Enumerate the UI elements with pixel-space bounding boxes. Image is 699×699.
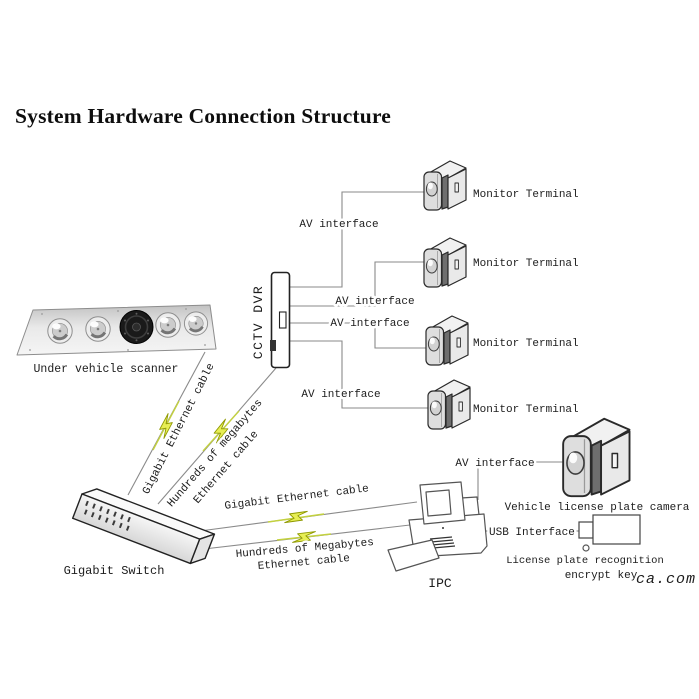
av-interface-label-5: AV interface bbox=[455, 458, 534, 470]
cable-dvr-monitor-1 bbox=[289, 191, 424, 288]
dvr-label: CCTV DVR bbox=[251, 285, 266, 359]
camera-label: Vehicle license plate camera bbox=[505, 502, 690, 514]
dvr-connector bbox=[270, 340, 276, 351]
ipc-device bbox=[387, 481, 488, 572]
av-interface-label-1: AV interface bbox=[299, 219, 378, 231]
monitor-terminal-label-3: Monitor Terminal bbox=[473, 338, 579, 350]
scanner-lens bbox=[46, 317, 74, 345]
av-interface-label-2: AV interface bbox=[335, 296, 414, 308]
ipc-label: IPC bbox=[428, 576, 452, 591]
dongle-keyring-hole bbox=[582, 544, 590, 552]
monitor-terminal-device-3 bbox=[425, 315, 469, 366]
scanner-label: Under vehicle scanner bbox=[34, 363, 179, 376]
scanner-lens bbox=[84, 315, 112, 343]
monitor-terminal-label-4: Monitor Terminal bbox=[473, 404, 579, 416]
dongle-connector bbox=[578, 521, 594, 539]
monitor-terminal-device-2 bbox=[423, 237, 467, 288]
under-vehicle-scanner-device bbox=[16, 304, 217, 356]
panel-screws bbox=[29, 308, 206, 351]
cable-label-switch-ipc-gigabit: Gigabit Ethernet cable bbox=[224, 483, 370, 513]
gigabit-switch-device bbox=[71, 488, 216, 565]
cctv-dvr-device bbox=[270, 271, 291, 369]
scanner-center-camera bbox=[119, 310, 154, 344]
lightning-bolt-icon bbox=[291, 531, 317, 543]
ipc-vents bbox=[429, 536, 456, 549]
ipc-power-led bbox=[442, 527, 444, 529]
av-interface-label-3: AV interface bbox=[330, 318, 409, 330]
dongle-body bbox=[592, 514, 641, 545]
cable-dvr-monitor-4 bbox=[289, 340, 428, 409]
page-title: System Hardware Connection Structure bbox=[15, 104, 392, 128]
av-interface-label-4: AV interface bbox=[301, 389, 380, 401]
ipc-screen bbox=[425, 489, 452, 517]
monitor-terminal-label-2: Monitor Terminal bbox=[473, 258, 579, 270]
cable-dvr-monitor-3 bbox=[289, 322, 426, 349]
monitor-terminal-label-1: Monitor Terminal bbox=[473, 189, 579, 201]
switch-ports bbox=[83, 500, 131, 531]
cable-dvr-monitor-2 bbox=[289, 261, 424, 307]
monitor-terminal-device-1 bbox=[423, 160, 467, 211]
cable-label-scanner-switch: Gigabit Ethernet cable bbox=[141, 362, 218, 497]
watermark: ca.com bbox=[636, 571, 696, 588]
usb-interface-label: USB Interface bbox=[489, 527, 575, 539]
switch-label: Gigabit Switch bbox=[64, 564, 165, 578]
dongle-label-line1: License plate recognition bbox=[506, 555, 664, 567]
scanner-lens bbox=[154, 311, 182, 339]
scanner-lens bbox=[182, 310, 210, 337]
dvr-slot bbox=[278, 311, 287, 329]
ipc-keyboard bbox=[387, 539, 440, 572]
license-plate-camera-device bbox=[562, 417, 631, 498]
monitor-terminal-device-4 bbox=[427, 379, 471, 430]
dongle-label-line2: encrypt key bbox=[565, 570, 638, 582]
usb-dongle-device bbox=[578, 514, 641, 552]
